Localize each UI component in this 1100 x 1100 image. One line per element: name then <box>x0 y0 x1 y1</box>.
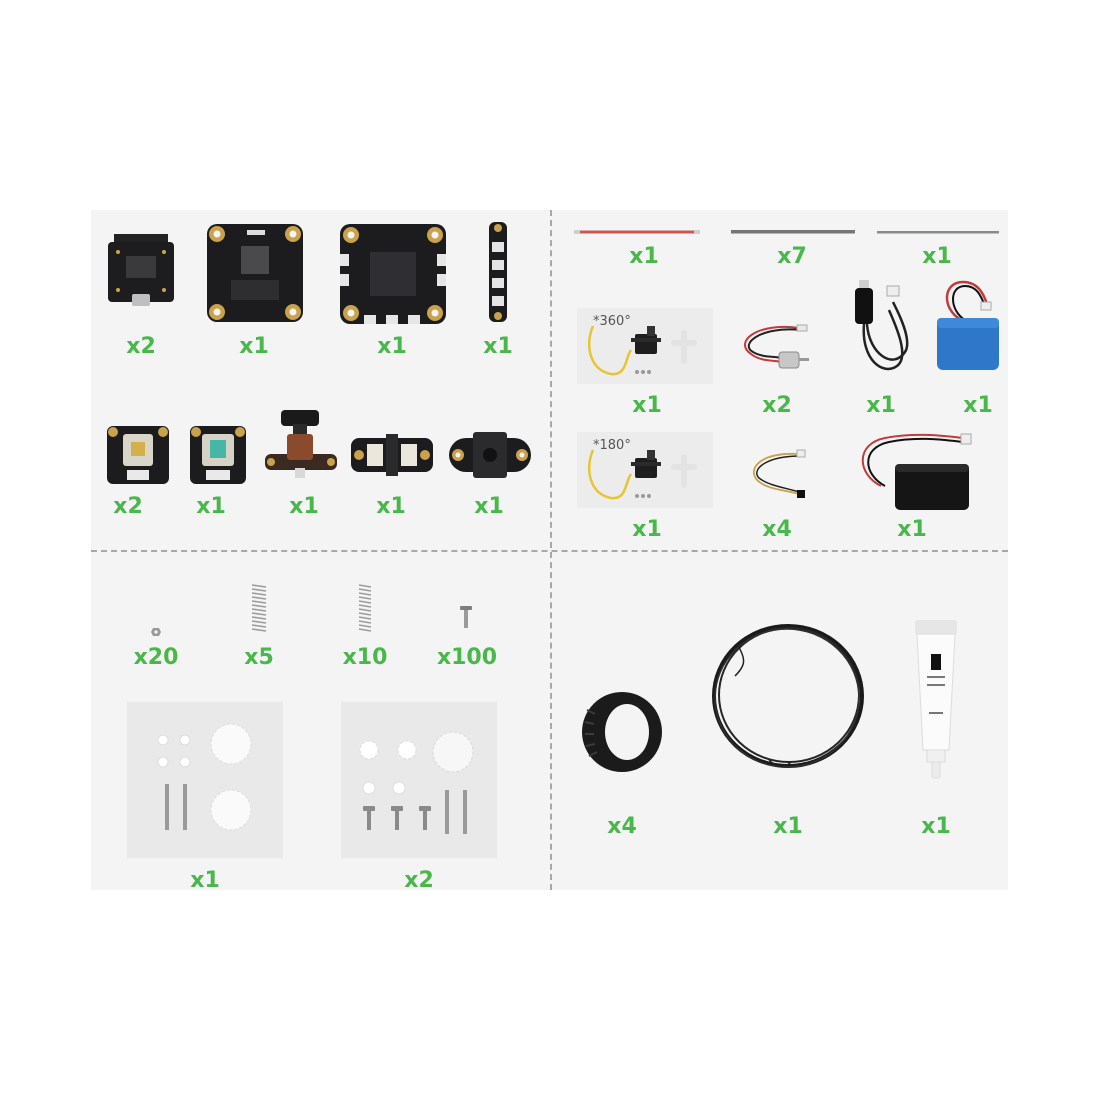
shield-x12-board-icon <box>340 224 446 324</box>
led-strip-module-icon <box>489 222 507 322</box>
qty-label: x1 <box>866 393 896 418</box>
qty-label: x1 <box>632 393 662 418</box>
led-wire-icon <box>752 449 806 498</box>
qty-label: x1 <box>897 517 927 542</box>
gear-screw-set-tile <box>341 702 497 858</box>
qty-label: x1 <box>483 334 513 359</box>
qty-label: x2 <box>113 494 143 519</box>
qty-label: x1 <box>239 334 269 359</box>
horizontal-divider <box>91 550 1008 552</box>
qty-label: x2 <box>126 334 156 359</box>
qty-label: x1 <box>629 244 659 269</box>
slide-potentiometer-module-icon <box>265 410 337 478</box>
grease-tube-icon <box>915 620 957 779</box>
qty-label: x10 <box>342 645 388 670</box>
gear-set-icon <box>157 723 252 831</box>
gear-set-tile <box>127 702 283 858</box>
qty-label: x1 <box>377 334 407 359</box>
usb-charging-cable-icon <box>855 280 909 371</box>
servo-360-icon <box>587 325 697 376</box>
qty-label: x4 <box>607 814 637 839</box>
servo-angle-label: *180° <box>593 438 631 453</box>
dc-motor-icon <box>744 324 809 369</box>
qty-label: x1 <box>773 814 803 839</box>
spring-icon <box>251 584 267 632</box>
qty-label: x1 <box>289 494 319 519</box>
qty-label: x100 <box>436 645 498 670</box>
qty-label: x4 <box>762 517 792 542</box>
battery-box-icon <box>861 433 972 510</box>
tire-icon <box>582 692 662 772</box>
qty-label: x1 <box>921 814 951 839</box>
qty-label: x1 <box>474 494 504 519</box>
qty-label: x2 <box>762 393 792 418</box>
servo-180-icon <box>587 449 697 500</box>
gear-screw-set-icon <box>359 731 474 834</box>
servo-180-tile: *180° <box>577 432 713 508</box>
color-sensor-module-icon <box>190 426 246 484</box>
qty-label: x1 <box>190 868 220 893</box>
shield-x16-board-icon <box>207 224 303 322</box>
red-cable-icon <box>574 230 700 234</box>
qty-label: x1 <box>922 244 952 269</box>
screw-icon <box>460 606 472 628</box>
qty-label: x7 <box>777 244 807 269</box>
qty-label: x20 <box>133 645 179 670</box>
parts-sheet: x2 x1 x1 <box>91 210 1008 893</box>
thin-cable-icon <box>877 231 999 234</box>
nut-icon <box>151 628 161 636</box>
qty-label: x1 <box>963 393 993 418</box>
wire-coil-icon <box>712 624 864 768</box>
qty-label: x1 <box>376 494 406 519</box>
long-spring-icon <box>358 584 372 632</box>
line-follower-module-icon <box>351 434 433 476</box>
battery-icon <box>937 280 999 370</box>
qty-label: x5 <box>244 645 274 670</box>
servo-360-tile: *360° <box>577 308 713 384</box>
qty-label: x1 <box>196 494 226 519</box>
mini-controller-board-icon <box>108 234 174 306</box>
qty-label: x2 <box>404 868 434 893</box>
gray-cable-icon <box>731 230 855 234</box>
qty-label: x1 <box>632 517 662 542</box>
servo-angle-label: *360° <box>593 314 631 329</box>
sensor-module-icon <box>107 426 169 484</box>
push-button-module-icon <box>449 432 531 478</box>
